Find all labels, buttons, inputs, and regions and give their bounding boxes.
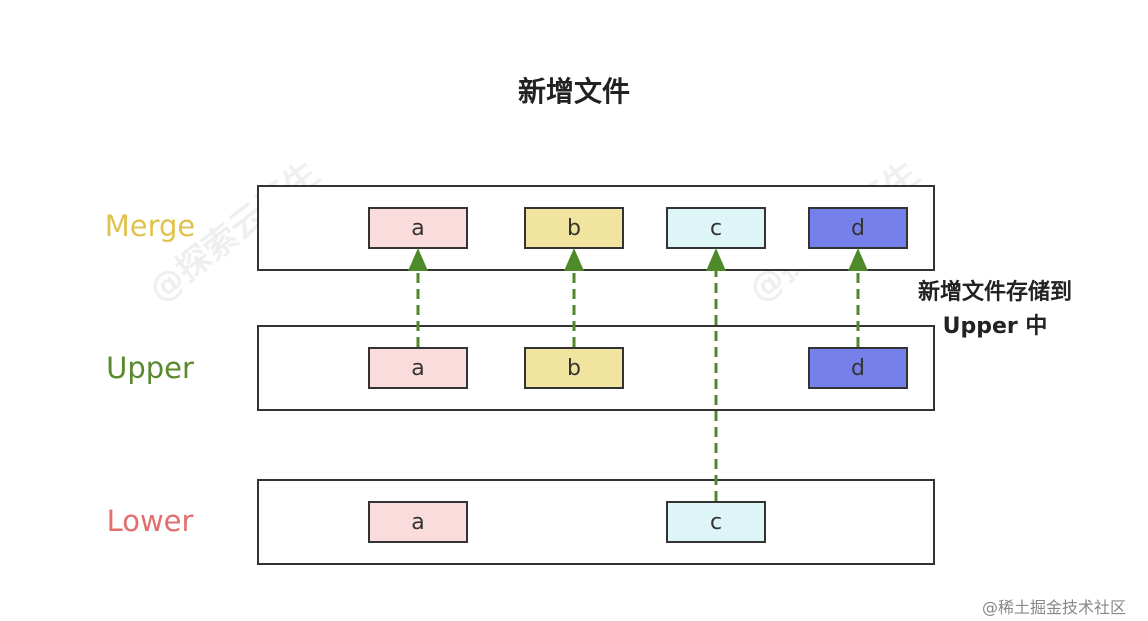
arrow-a (408, 248, 428, 347)
upper-file-b: b (524, 347, 624, 389)
diagram-title: 新增文件 (517, 75, 630, 108)
layer-label-merge: Merge (104, 209, 196, 243)
layer-label-upper: Upper (106, 351, 194, 385)
arrow-b (564, 248, 584, 347)
lower-file-c: c (666, 501, 766, 543)
annotation-line-2: Upper 中 (942, 314, 1048, 339)
upper-file-a: a (368, 347, 468, 389)
footer-watermark: @稀土掘金技术社区 (982, 598, 1127, 617)
layer-label-lower: Lower (106, 504, 194, 538)
upper-file-d: d (808, 347, 908, 389)
annotation-line-1: 新增文件存储到 (917, 280, 1072, 305)
annotation-note: 新增文件存储到 Upper 中 (890, 276, 1100, 344)
arrow-d (848, 248, 868, 347)
arrow-c (706, 248, 726, 501)
lower-file-a: a (368, 501, 468, 543)
